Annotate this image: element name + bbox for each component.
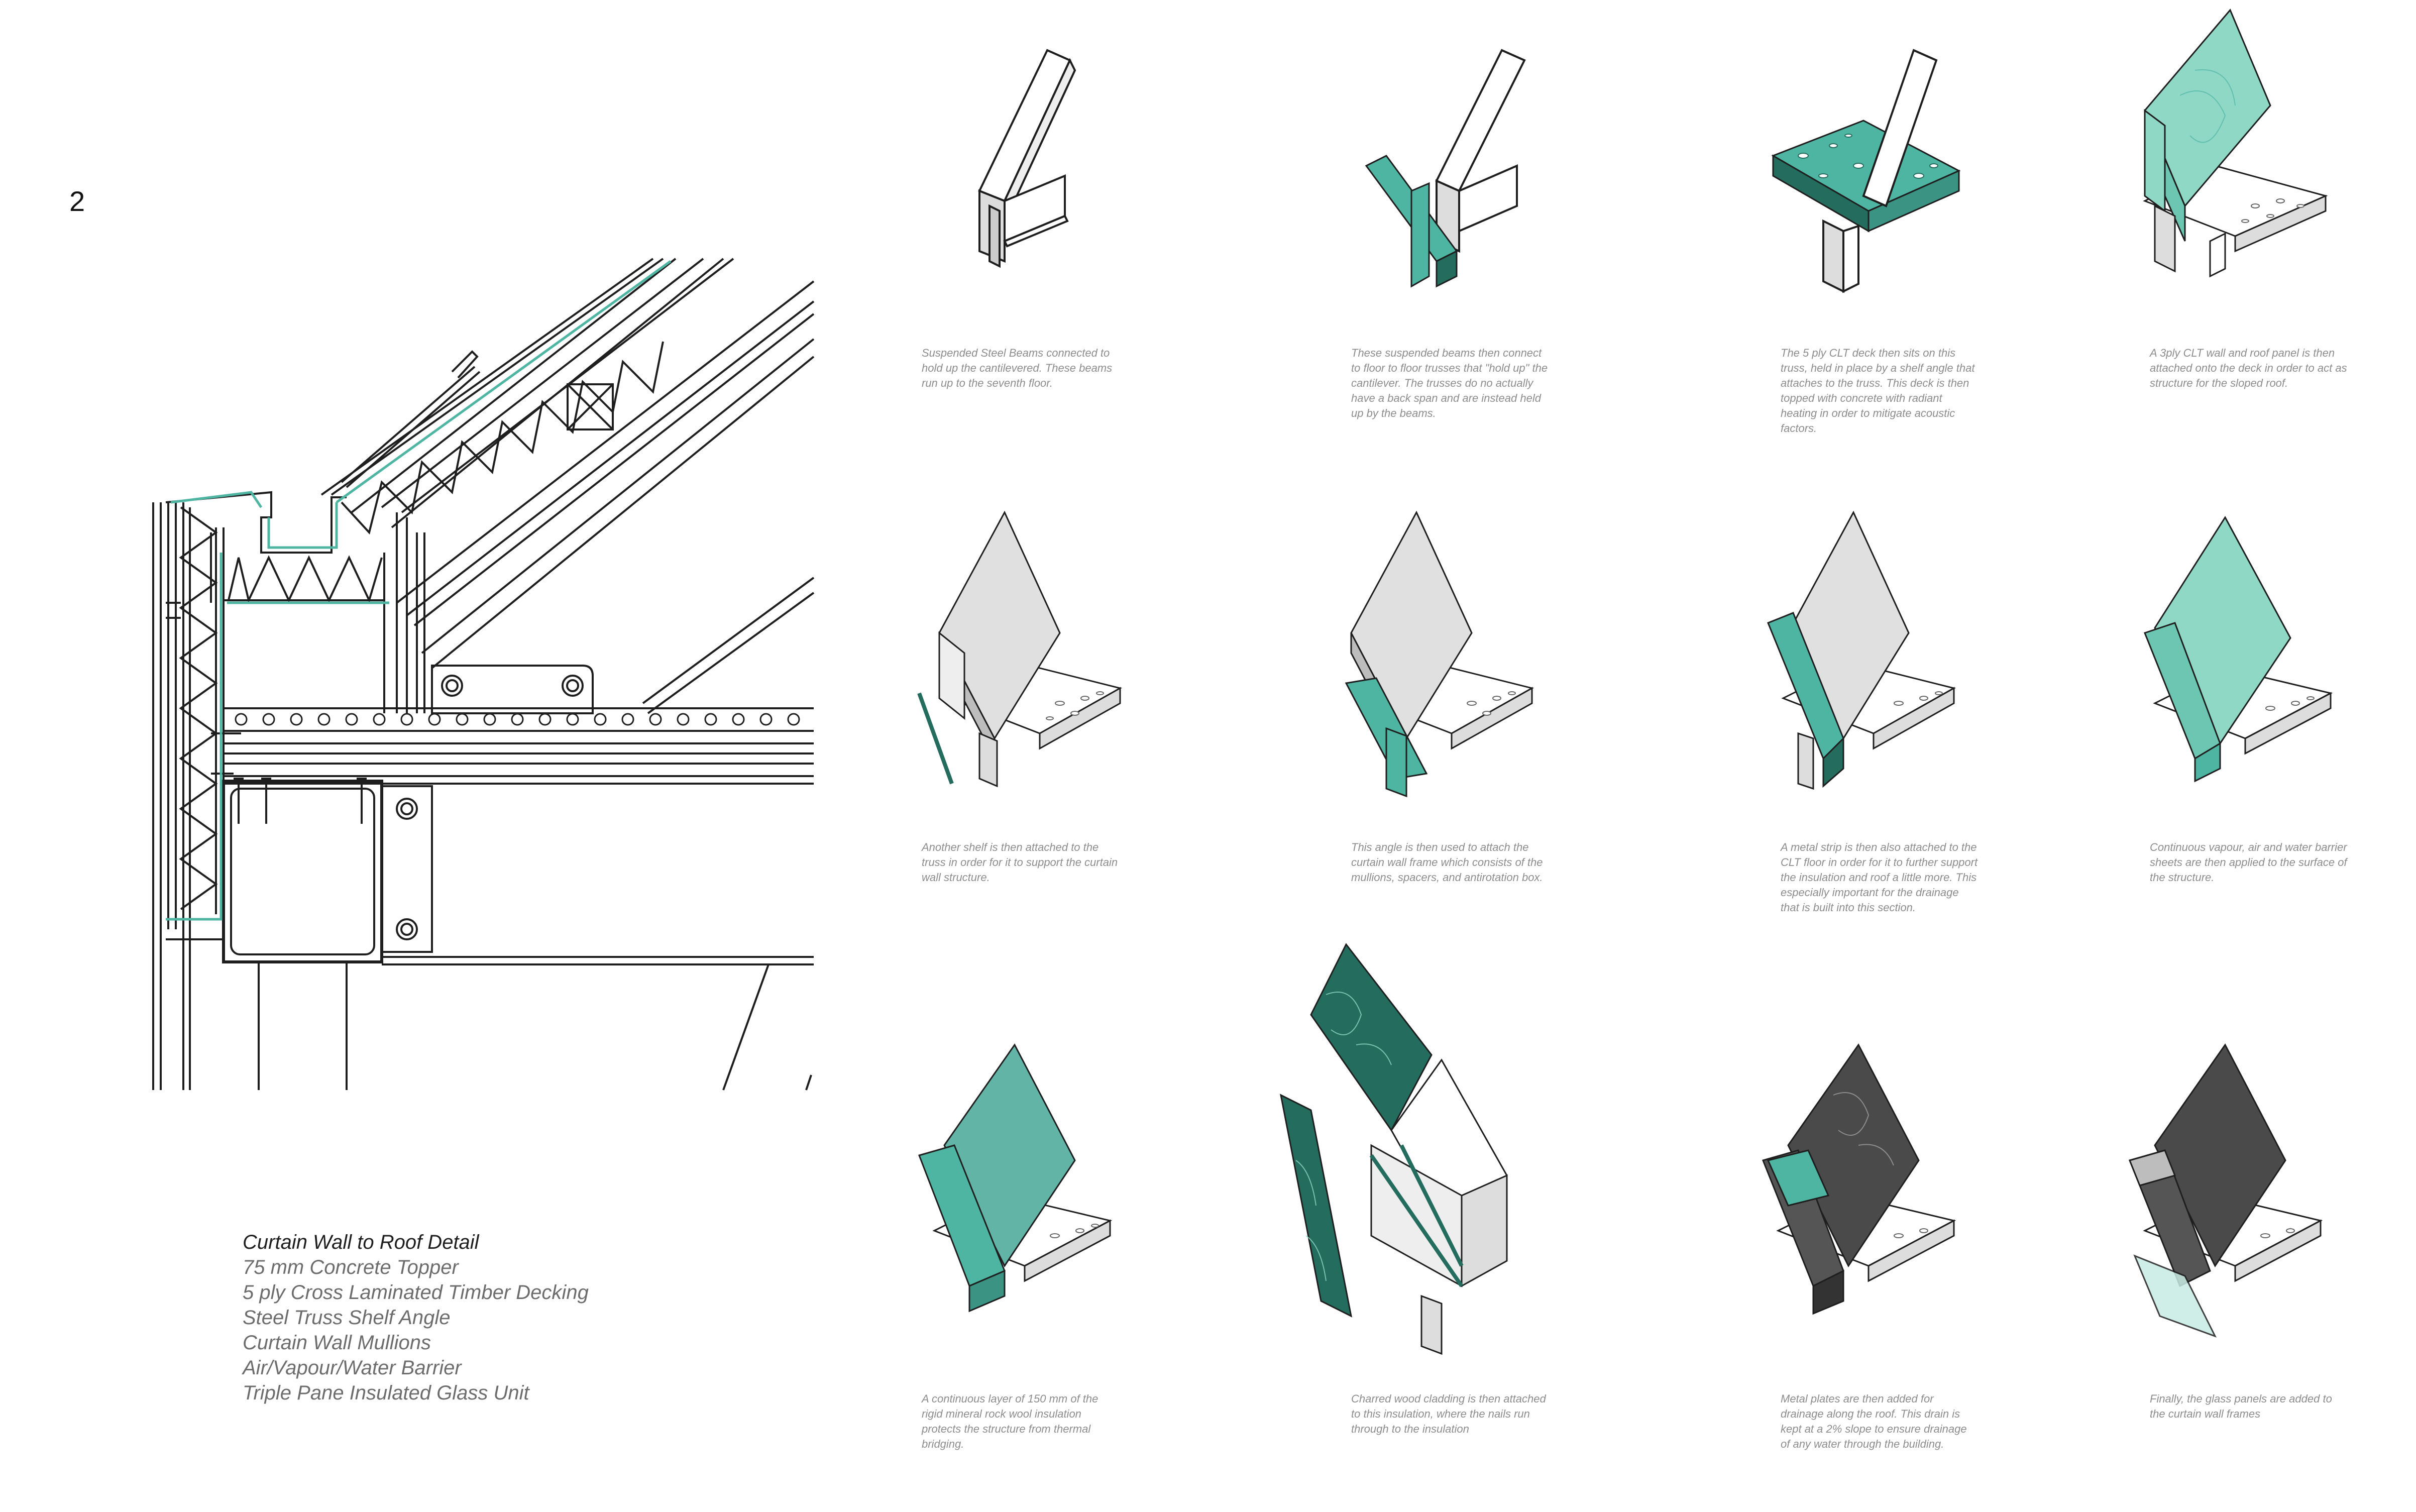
step-5-shelf-angle-drawing <box>917 510 1123 788</box>
step-5-caption: Another shelf is then attached to the tr… <box>922 841 1118 884</box>
step-4-clt-panel-drawing <box>2143 9 2328 278</box>
step-9-caption: A continuous layer of 150 mm of the rigi… <box>922 1392 1099 1450</box>
step-11-caption: Metal plates are then added for drainage… <box>1781 1392 1967 1450</box>
step-3-caption: The 5 ply CLT deck then sits on this tru… <box>1781 347 1975 435</box>
legend-title: Curtain Wall to Roof Detail <box>243 1231 479 1253</box>
step-1-steel-beam-drawing <box>978 49 1076 268</box>
step-7-caption: A metal strip is then also attached to t… <box>1781 841 1978 914</box>
step-1-caption: Suspended Steel Beams connected to hold … <box>922 347 1113 389</box>
step-9-insulation-drawing <box>918 1043 1113 1313</box>
step-2-truss-drawing <box>1365 49 1526 288</box>
legend-item: 5 ply Cross Laminated Timber Decking <box>243 1281 589 1304</box>
step-11-drainage-drawing <box>1762 1043 1956 1315</box>
step-10-cladding-drawing <box>1279 943 1508 1355</box>
step-6-curtain-wall-frame-drawing <box>1345 510 1534 798</box>
legend-item: Curtain Wall Mullions <box>243 1332 431 1354</box>
step-8-caption: Continuous vapour, air and water barrier… <box>2150 841 2347 884</box>
legend-item: 75 mm Concrete Topper <box>243 1256 459 1278</box>
step-12-glass-panels-drawing <box>2128 1043 2323 1338</box>
sheet-number: 2 <box>69 185 85 217</box>
step-2-caption: These suspended beams then connect to fl… <box>1351 347 1548 419</box>
step-3-clt-deck-drawing <box>1771 49 1961 293</box>
legend-item: Triple Pane Insulated Glass Unit <box>243 1382 529 1404</box>
step-6-caption: This angle is then used to attach the cu… <box>1351 841 1543 884</box>
step-7-metal-strip-drawing <box>1767 510 1956 790</box>
step-8-vapour-barrier-drawing <box>2144 516 2333 783</box>
legend-item: Air/Vapour/Water Barrier <box>243 1357 462 1379</box>
step-10-caption: Charred wood cladding is then attached t… <box>1351 1392 1546 1435</box>
step-4-caption: A 3ply CLT wall and roof panel is then a… <box>2150 347 2347 389</box>
step-12-caption: Finally, the glass panels are added to t… <box>2150 1392 2332 1420</box>
legend-item: Steel Truss Shelf Angle <box>243 1307 451 1329</box>
detail-legend: Curtain Wall to Roof Detail 75 mm Concre… <box>243 1230 589 1406</box>
